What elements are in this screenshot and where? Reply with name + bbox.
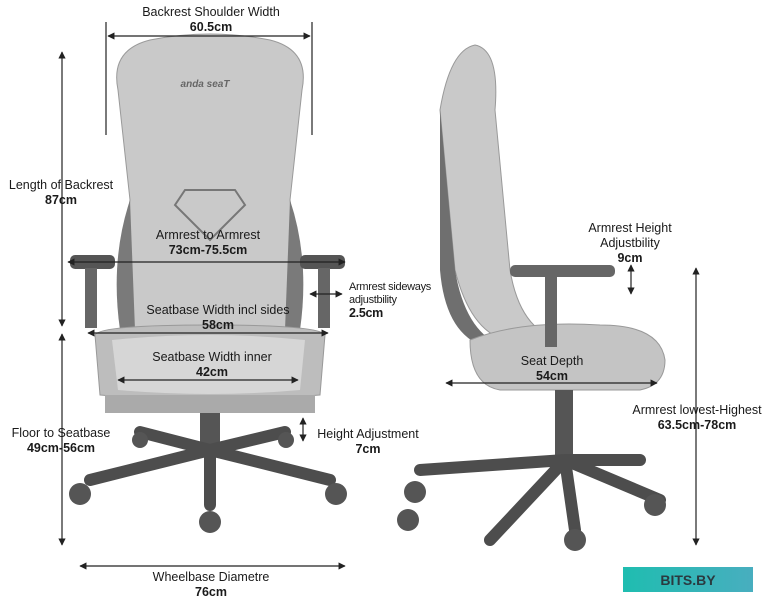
brand-logo: anda seaT	[181, 79, 231, 90]
front-chair	[69, 33, 347, 533]
watermark-logo: BITS.BY	[623, 567, 753, 592]
side-chair	[397, 44, 666, 551]
dimension-arrows	[58, 22, 700, 570]
